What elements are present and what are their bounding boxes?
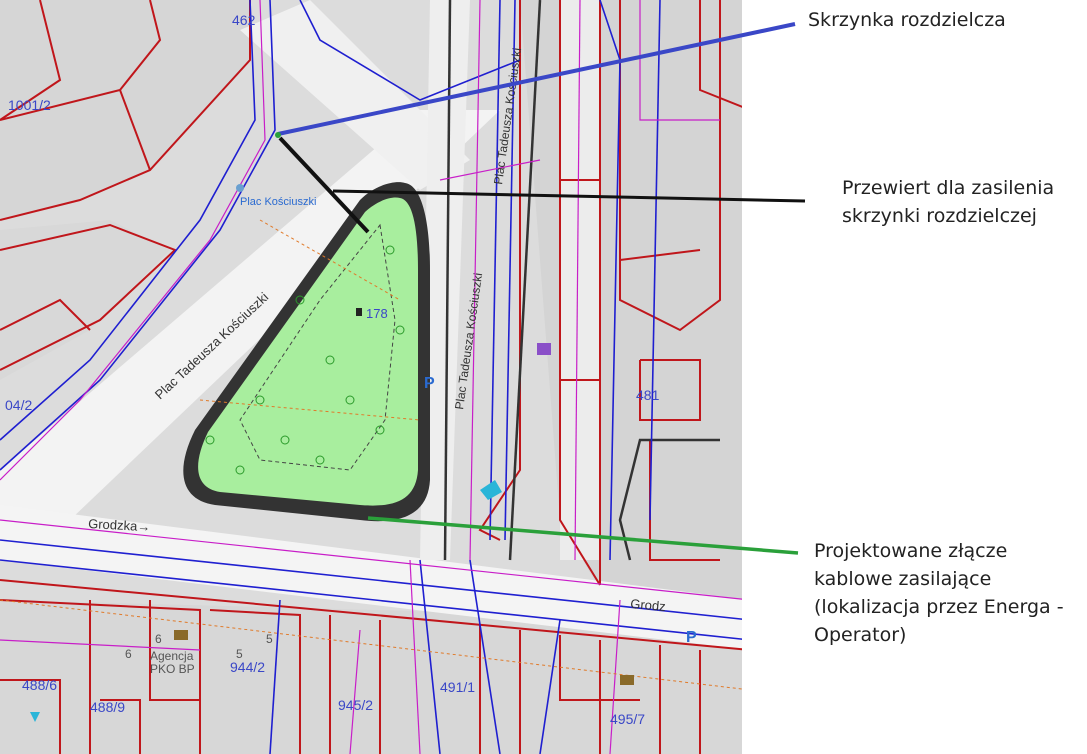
parcel-number: 178: [366, 306, 388, 321]
park-green-area: [198, 197, 418, 506]
svg-text:Agencja: Agencja: [150, 649, 194, 663]
utility-map: Plac Tadeusza Kościuszki Plac Tadeusza K…: [0, 0, 750, 754]
road-right-vertical: [560, 0, 600, 560]
place-label: Plac Kościuszki: [240, 196, 316, 208]
callout-text: Przewiert dla zasilenia: [842, 177, 1055, 199]
parcel-number: 481: [636, 387, 660, 403]
street-label-grodzka: Grodzka→: [88, 516, 151, 534]
road-grodzka: [0, 505, 750, 650]
monument-icon: [356, 308, 362, 316]
svg-text:6: 6: [155, 632, 162, 646]
street-label-grodzka-right: Grodz: [630, 596, 667, 614]
parcel-number: 491/1: [440, 679, 475, 695]
bank-icon: [174, 630, 188, 640]
parcel-number: 495/7: [610, 711, 645, 727]
callout-drilling: Przewiert dla zasilenia skrzynki rozdzie…: [842, 174, 1054, 230]
callout-distribution-box: Skrzynka rozdzielcza: [808, 6, 1006, 34]
parcel-numbers: 462 1001/2 04/2 178 481 488/6 488/9 944/…: [5, 12, 660, 727]
parcel-number: 488/6: [22, 677, 57, 693]
park-path: [239, 223, 396, 471]
tree-markers: [205, 245, 405, 475]
callout-text: kablowe zasilające: [814, 568, 992, 590]
map-panel: Plac Tadeusza Kościuszki Plac Tadeusza K…: [0, 0, 750, 754]
svg-text:6: 6: [125, 647, 132, 661]
lamp-icon: [236, 184, 244, 192]
parcel-number: 462: [232, 12, 256, 28]
parking-icon: P: [686, 629, 697, 646]
road-plac-vertical: [420, 0, 470, 560]
parcel-number: 944/2: [230, 659, 265, 675]
hydrant-icon: [30, 712, 40, 722]
bank-poi: 6 6 5 5 Agencja PKO BP: [125, 630, 273, 676]
svg-text:5: 5: [266, 632, 273, 646]
callout-text: skrzynki rozdzielczej: [842, 205, 1037, 227]
svg-text:PKO BP: PKO BP: [150, 662, 195, 676]
parcel-number: 04/2: [5, 397, 32, 413]
callout-text: Operator): [814, 624, 907, 646]
parking-icon: P: [424, 375, 435, 392]
callout-cable-joint: Projektowane złącze kablowe zasilające (…: [814, 537, 1064, 649]
parcel-number: 945/2: [338, 697, 373, 713]
block-left: [0, 220, 170, 380]
parcel-number: 1001/2: [8, 97, 51, 113]
map-edge: [742, 0, 750, 754]
mail-icon: [620, 675, 634, 685]
svg-text:5: 5: [236, 647, 243, 661]
callout-text: Projektowane złącze: [814, 540, 1008, 562]
parcel-number: 488/9: [90, 699, 125, 715]
block-top-left: [0, 0, 250, 220]
building-icon: [537, 343, 551, 355]
callout-text: Skrzynka rozdzielcza: [808, 9, 1006, 31]
callout-text: (lokalizacja przez Energa -: [814, 596, 1064, 618]
water-icon: [480, 480, 502, 500]
